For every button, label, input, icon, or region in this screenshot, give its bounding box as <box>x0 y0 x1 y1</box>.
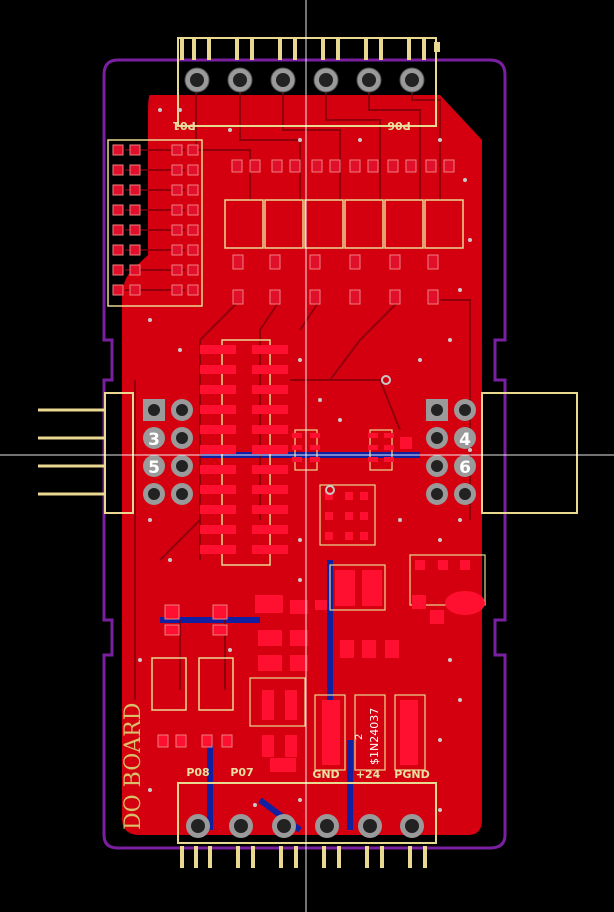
relay-6 <box>424 199 464 249</box>
relay-2 <box>264 199 304 249</box>
diode-label: $1N24037 <box>368 708 381 765</box>
board-outline <box>102 58 507 850</box>
pad-label-6: 6 <box>459 458 471 478</box>
label-p01: P01 <box>172 119 195 132</box>
relay-3 <box>304 199 344 249</box>
vias <box>138 108 472 812</box>
top-connector <box>177 37 440 127</box>
label-gnd: GND <box>312 768 339 781</box>
relay-4 <box>344 199 384 249</box>
diode-pin-label: 2 <box>354 734 365 740</box>
optocouplers <box>151 604 234 748</box>
capacitor-pad <box>445 591 485 615</box>
diode-pads <box>314 694 426 771</box>
right-header-pad-4 <box>454 427 476 449</box>
label-p06: P06 <box>387 119 411 132</box>
pad-label-5: 5 <box>148 458 160 478</box>
right-header: 4 6 <box>426 392 578 514</box>
left-header-pad-3 <box>143 427 165 449</box>
label-p08: P08 <box>186 766 209 779</box>
relay-1 <box>224 199 264 249</box>
pad-label-4: 4 <box>459 430 471 450</box>
left-header: 3 5 <box>38 392 193 514</box>
main-ic-footprint <box>200 339 288 566</box>
left-header-pad-5 <box>143 455 165 477</box>
relay-5 <box>384 199 424 249</box>
power-section <box>249 554 486 772</box>
led-resistor-array <box>107 139 203 307</box>
small-ic-cluster <box>292 429 412 546</box>
right-header-pad-6 <box>454 455 476 477</box>
label-pgnd: PGND <box>394 768 429 781</box>
label-plus24: +24 <box>356 768 381 781</box>
bottom-connector <box>177 782 437 868</box>
relay-row <box>224 159 464 305</box>
label-p07: P07 <box>230 766 253 779</box>
pad-label-3: 3 <box>148 430 160 450</box>
board-name-label: DO BOARD <box>121 703 146 830</box>
